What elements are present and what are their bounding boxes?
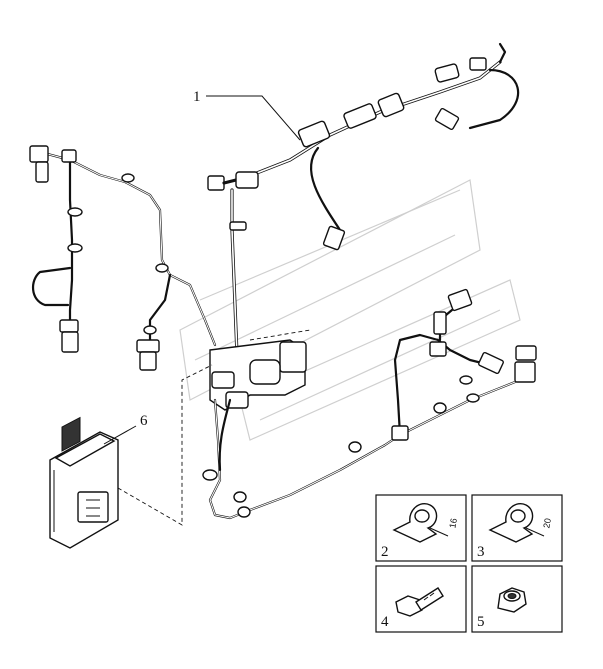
callout-1: 1 [193, 89, 201, 105]
watermark-logo [179, 179, 521, 441]
detail-box-5: 5 [471, 565, 563, 633]
callout-4: 4 [381, 614, 389, 630]
dimension-label-16: 16 [447, 517, 459, 529]
leader-1 [206, 95, 301, 141]
detail-box-2: 16 2 [375, 494, 467, 562]
connection-dashed-2 [249, 329, 311, 341]
callout-2: 2 [381, 544, 389, 560]
callout-6: 6 [140, 413, 148, 429]
connection-dashed [117, 364, 213, 526]
ecu-module [49, 416, 119, 549]
leader-6 [103, 425, 137, 445]
callout-5: 5 [477, 614, 485, 630]
detail-box-4: 4 [375, 565, 467, 633]
wiring-harness [29, 42, 537, 520]
detail-box-3: 20 3 [471, 494, 563, 562]
callout-3: 3 [477, 544, 485, 560]
dimension-label-20: 20 [541, 517, 553, 529]
